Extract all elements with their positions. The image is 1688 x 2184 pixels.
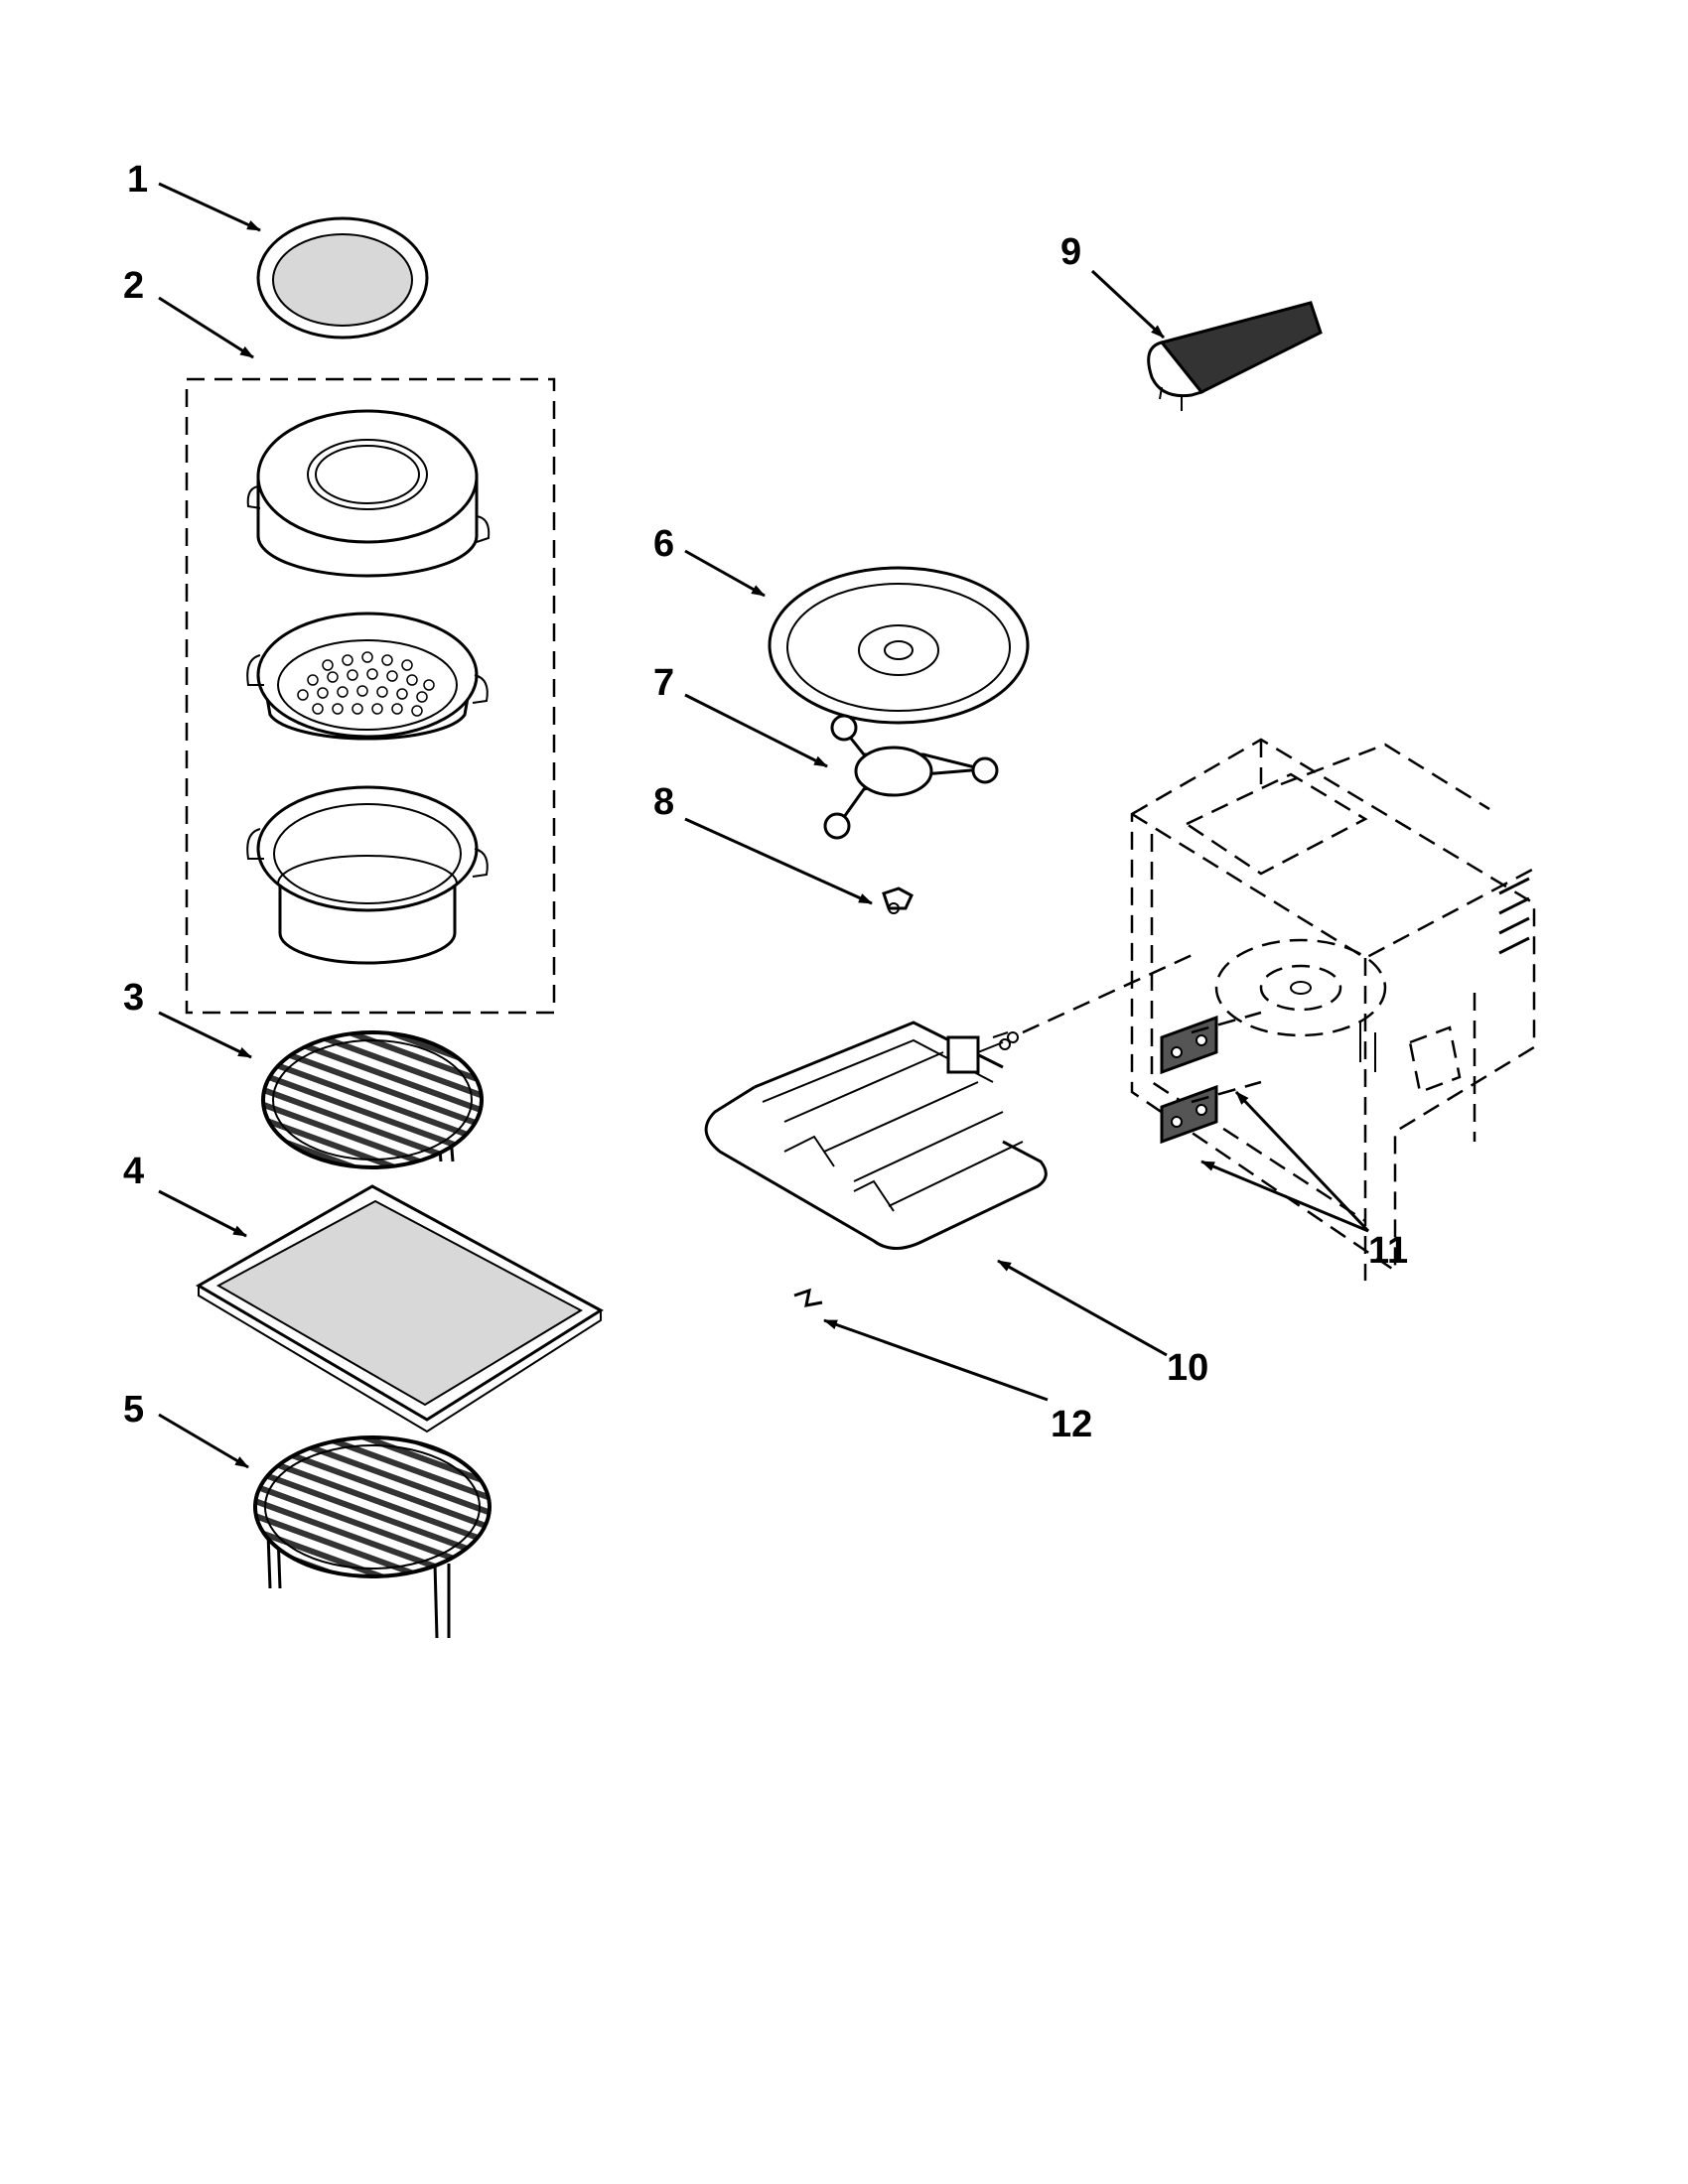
steamer-lid xyxy=(246,409,491,578)
callout-1: 1 xyxy=(127,159,148,201)
part-8-coupler xyxy=(882,887,914,914)
part-4-baking-tray xyxy=(196,1184,604,1433)
part-7-roller-support xyxy=(823,714,999,840)
callout-9: 9 xyxy=(1060,231,1081,273)
callout-12: 12 xyxy=(1051,1404,1092,1445)
callout-2: 2 xyxy=(123,265,144,307)
steamer-basket xyxy=(246,612,489,741)
part-9-handle xyxy=(1147,301,1323,411)
callout-8: 8 xyxy=(653,781,674,823)
callout-5: 5 xyxy=(123,1389,144,1431)
part-2-steamer-assembly xyxy=(185,377,556,1015)
element-mount-leader xyxy=(1022,951,1197,1034)
part-6-turntable-tray xyxy=(768,566,1030,725)
leader-arrows xyxy=(158,182,1370,1469)
part-12-clip xyxy=(793,1288,823,1307)
part-3-high-rack xyxy=(261,1030,484,1169)
callout-6: 6 xyxy=(653,523,674,565)
steamer-pot xyxy=(246,785,489,965)
callout-7: 7 xyxy=(653,662,674,704)
callout-labels: 1 2 3 4 5 6 7 8 9 10 11 12 xyxy=(123,159,1408,1445)
callout-10: 10 xyxy=(1167,1347,1208,1389)
callout-3: 3 xyxy=(123,977,144,1019)
callout-4: 4 xyxy=(123,1151,144,1192)
part-10-heating-element xyxy=(704,1021,1048,1250)
part-1-crisper-pan xyxy=(256,216,429,340)
part-5-low-rack xyxy=(253,1435,492,1639)
part-11-brackets xyxy=(1160,1011,1262,1145)
microwave-cavity xyxy=(1130,738,1536,1281)
callout-11: 11 xyxy=(1368,1230,1408,1272)
